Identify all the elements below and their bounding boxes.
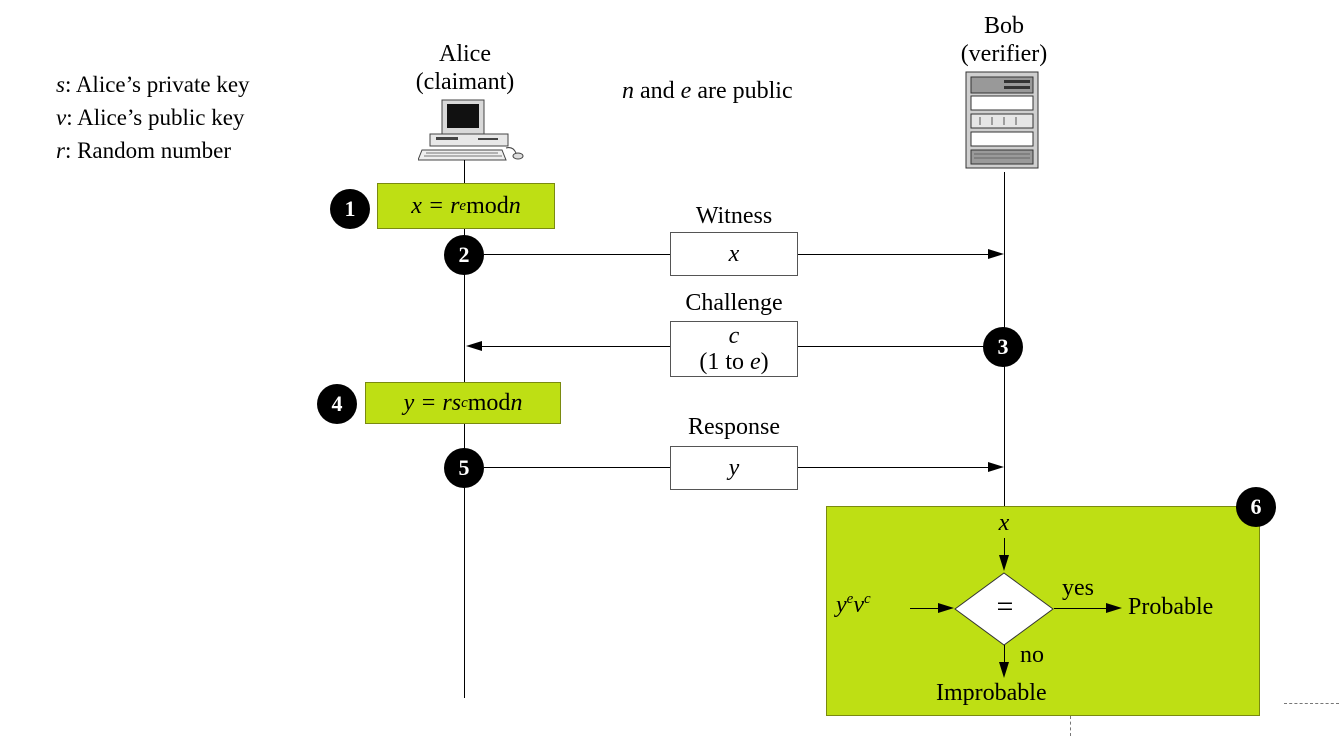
step-6-badge: 6	[1236, 487, 1276, 527]
server-tower-icon	[962, 70, 1042, 175]
step-5-badge: 5	[444, 448, 484, 488]
guide-dash-horizontal	[1284, 703, 1339, 704]
verify-input-yv: yevc	[836, 591, 871, 619]
verify-x-arrow-line	[1004, 538, 1005, 566]
response-label: Response	[688, 414, 780, 440]
challenge-arrowhead	[466, 341, 482, 351]
compare-equals: =	[996, 590, 1014, 623]
step-2-badge: 2	[444, 235, 484, 275]
step-3-badge: 3	[983, 327, 1023, 367]
response-box: y	[670, 446, 798, 490]
public-note: n and e are public	[622, 78, 793, 104]
probable-result: Probable	[1128, 594, 1214, 620]
step-1-badge: 1	[330, 189, 370, 229]
challenge-label: Challenge	[685, 290, 783, 316]
response-arrowhead	[988, 462, 1004, 472]
witness-arrowhead	[988, 249, 1004, 259]
yes-label: yes	[1062, 575, 1094, 601]
no-arrowhead	[999, 662, 1009, 678]
bob-label: Bob (verifier)	[940, 12, 1068, 68]
desktop-computer-icon	[417, 98, 524, 167]
challenge-box: c (1 to e)	[670, 321, 798, 377]
no-arrow-line	[1004, 645, 1005, 671]
step-4-badge: 4	[317, 384, 357, 424]
verify-x-arrowhead	[999, 555, 1009, 571]
verify-yv-arrow-line	[910, 608, 940, 609]
alice-name: Alice	[439, 41, 491, 67]
bob-role: (verifier)	[960, 41, 1048, 67]
bob-name: Bob	[983, 13, 1024, 39]
legend-random-number: r: Random number	[56, 138, 232, 163]
legend-private-key: s: Alice’s private key	[56, 72, 250, 97]
verify-input-x: x	[998, 510, 1010, 536]
guide-dash-vertical	[1070, 716, 1071, 736]
no-label: no	[1020, 642, 1044, 668]
improbable-result: Improbable	[936, 680, 1047, 706]
witness-label: Witness	[695, 203, 773, 229]
legend-public-key: v: Alice’s public key	[56, 105, 245, 130]
alice-label: Alice (claimant)	[400, 40, 530, 96]
yes-arrowhead	[1106, 603, 1122, 613]
witness-box: x	[670, 232, 798, 276]
verify-yv-arrowhead	[938, 603, 954, 613]
alice-role: (claimant)	[415, 69, 515, 95]
alice-lifeline	[464, 160, 465, 698]
yes-arrow-line	[1054, 608, 1108, 609]
